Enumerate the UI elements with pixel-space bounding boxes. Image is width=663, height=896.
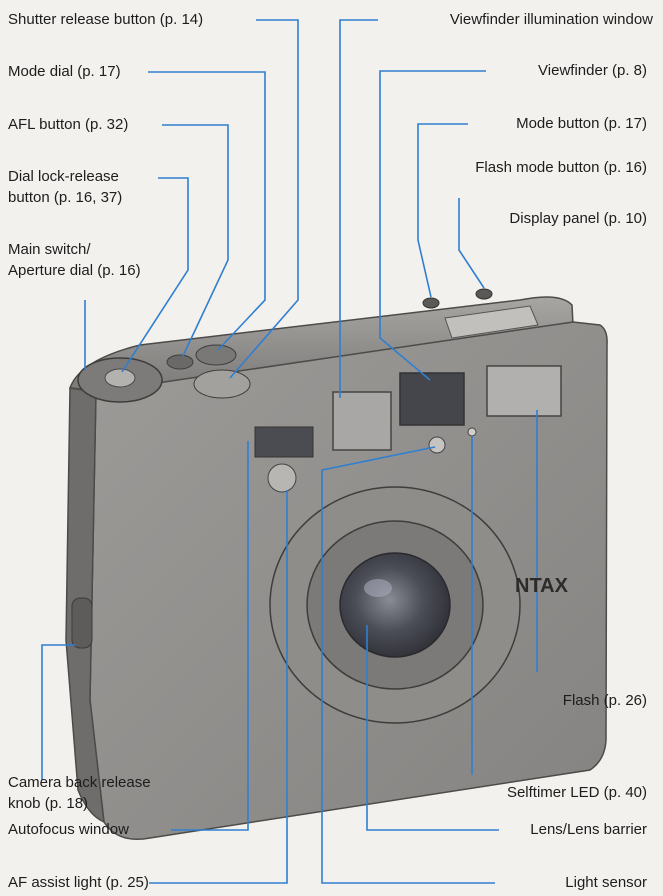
leader-shutter <box>229 19 299 379</box>
afl-button <box>166 354 194 370</box>
light-sensor <box>428 436 446 454</box>
label-viewfinder: Viewfinder (p. 8) <box>538 62 647 79</box>
leader-af-window <box>171 441 249 831</box>
leader-af-assist <box>149 490 288 884</box>
leader-viewfinder <box>379 70 486 381</box>
label-dial-lock-line1: Dial lock-release <box>8 168 119 185</box>
label-mode-button: Mode button (p. 17) <box>516 115 647 132</box>
leader-mode-dial <box>148 71 266 351</box>
label-af-assist-light: AF assist light (p. 25) <box>8 874 149 891</box>
selftimer-led <box>467 427 477 437</box>
flash-mode-button <box>475 288 493 300</box>
dial-lock-button <box>104 368 136 388</box>
back-release-knob <box>71 597 93 649</box>
shutter-release-button <box>193 369 251 399</box>
label-mode-dial: Mode dial (p. 17) <box>8 63 121 80</box>
label-light-sensor: Light sensor <box>565 874 647 891</box>
mode-dial <box>195 344 237 366</box>
label-flash-mode-button: Flash mode button (p. 16) <box>475 159 647 176</box>
leader-lines <box>41 19 538 884</box>
autofocus-window <box>254 426 314 458</box>
label-display-panel: Display panel (p. 10) <box>509 210 647 227</box>
label-back-release-line1: Camera back release <box>8 774 151 791</box>
label-autofocus-window: Autofocus window <box>8 821 129 838</box>
label-main-switch-line2: Aperture dial (p. 16) <box>8 262 141 279</box>
brand-mark: NTAX <box>515 575 569 597</box>
display-panel <box>444 305 539 339</box>
label-afl-button: AFL button (p. 32) <box>8 116 129 133</box>
label-main-switch-line1: Main switch/ <box>8 241 91 258</box>
af-assist-light <box>267 463 297 493</box>
leader-vf-illum <box>339 19 378 398</box>
lens-glass <box>339 552 451 658</box>
leader-light-sensor <box>321 446 495 884</box>
flash-window <box>486 365 562 417</box>
lens-highlight <box>364 579 392 597</box>
leader-lens-barrier <box>366 625 499 831</box>
label-flash: Flash (p. 26) <box>562 692 647 709</box>
label-shutter-release: Shutter release button (p. 14) <box>8 11 204 28</box>
label-selftimer-led: Selftimer LED (p. 40) <box>506 784 647 801</box>
leader-afl <box>162 124 229 357</box>
label-vf-illumination: Viewfinder illumination window <box>449 11 653 28</box>
leader-mode-button <box>417 123 468 298</box>
label-back-release-line2: knob (p. 18) <box>8 795 89 812</box>
leader-flash-mode <box>458 198 485 289</box>
viewfinder-illumination-window <box>332 391 392 451</box>
leader-back-release <box>41 644 76 780</box>
label-dial-lock-line2: button (p. 16, 37) <box>8 189 123 206</box>
viewfinder-window <box>399 372 465 426</box>
label-lens-barrier: Lens/Lens barrier <box>530 821 647 838</box>
leader-dial-lock <box>121 177 189 373</box>
mode-button <box>422 297 440 309</box>
